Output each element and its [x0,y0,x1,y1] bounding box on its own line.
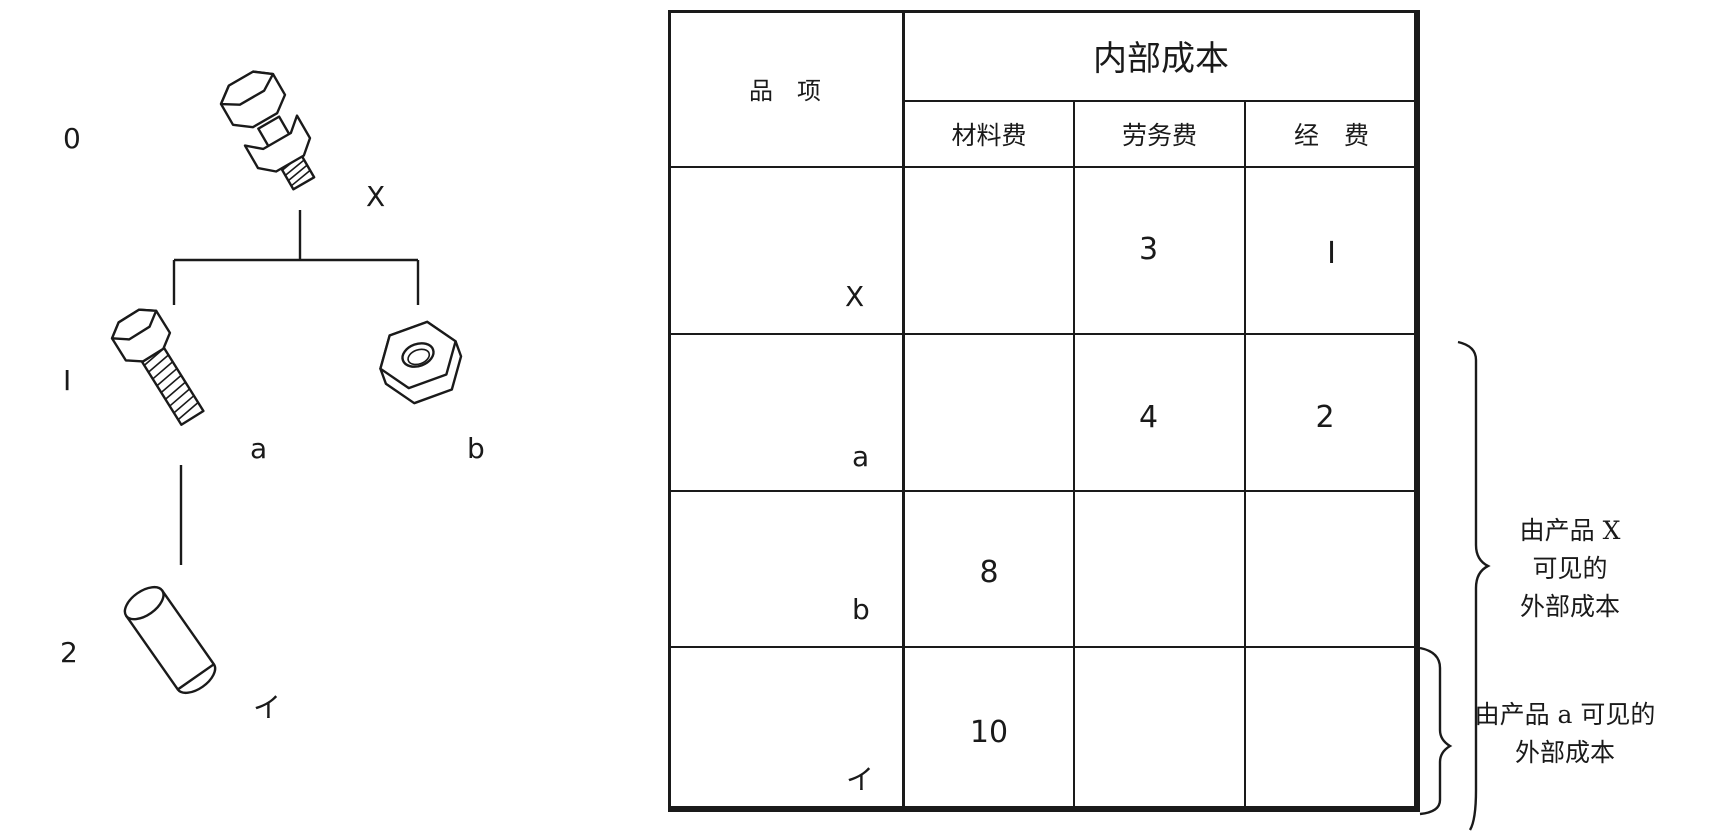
level-1-label: I [63,364,72,397]
table-divider [668,490,1418,492]
table-divider [668,646,1418,648]
internal-cost-table [668,10,1420,812]
header-material-cost: 材料费 [951,121,1027,150]
cell-a-labor: 4 [1138,400,1159,435]
row-i-label: イ [846,763,875,796]
table-divider [1244,100,1246,810]
row-x-label: X [845,280,865,313]
level-0-label: 0 [63,122,81,155]
header-internal-cost: 内部成本 [1093,38,1229,79]
part-x-label: X [366,180,386,213]
table-divider [668,166,1418,168]
header-item: 品 项 [749,76,821,105]
bolt-icon [110,308,205,426]
rod-icon [123,585,217,695]
table-divider [668,333,1418,335]
table-divider [902,10,905,810]
header-expense: 经 费 [1293,121,1369,150]
bolt-nut-assembly-icon [219,70,316,191]
cell-x-expense: I [1327,236,1336,271]
row-b-label: b [852,593,870,626]
row-a-label: a [852,440,870,473]
cell-x-labor: 3 [1138,232,1159,267]
cell-b-material: 8 [979,555,999,590]
tree-connectors [172,210,420,565]
part-b-label: b [467,432,485,465]
cell-i-material: 10 [969,715,1009,750]
header-labor-cost: 劳务费 [1121,121,1197,150]
nut-icon [379,320,463,405]
table-divider [902,100,1417,102]
level-2-label: 2 [60,636,78,669]
brace-product-a [1419,646,1453,816]
brace-product-x [1457,340,1491,831]
note-product-a-external-cost: 由产品 a 可见的 外部成本 [1474,700,1656,767]
part-i-label: イ [253,691,282,724]
part-a-label: a [250,432,268,465]
cell-a-expense: 2 [1315,400,1335,435]
note-product-x-external-cost: 由产品 X 可见的 外部成本 [1519,516,1621,621]
table-divider [1073,100,1075,810]
